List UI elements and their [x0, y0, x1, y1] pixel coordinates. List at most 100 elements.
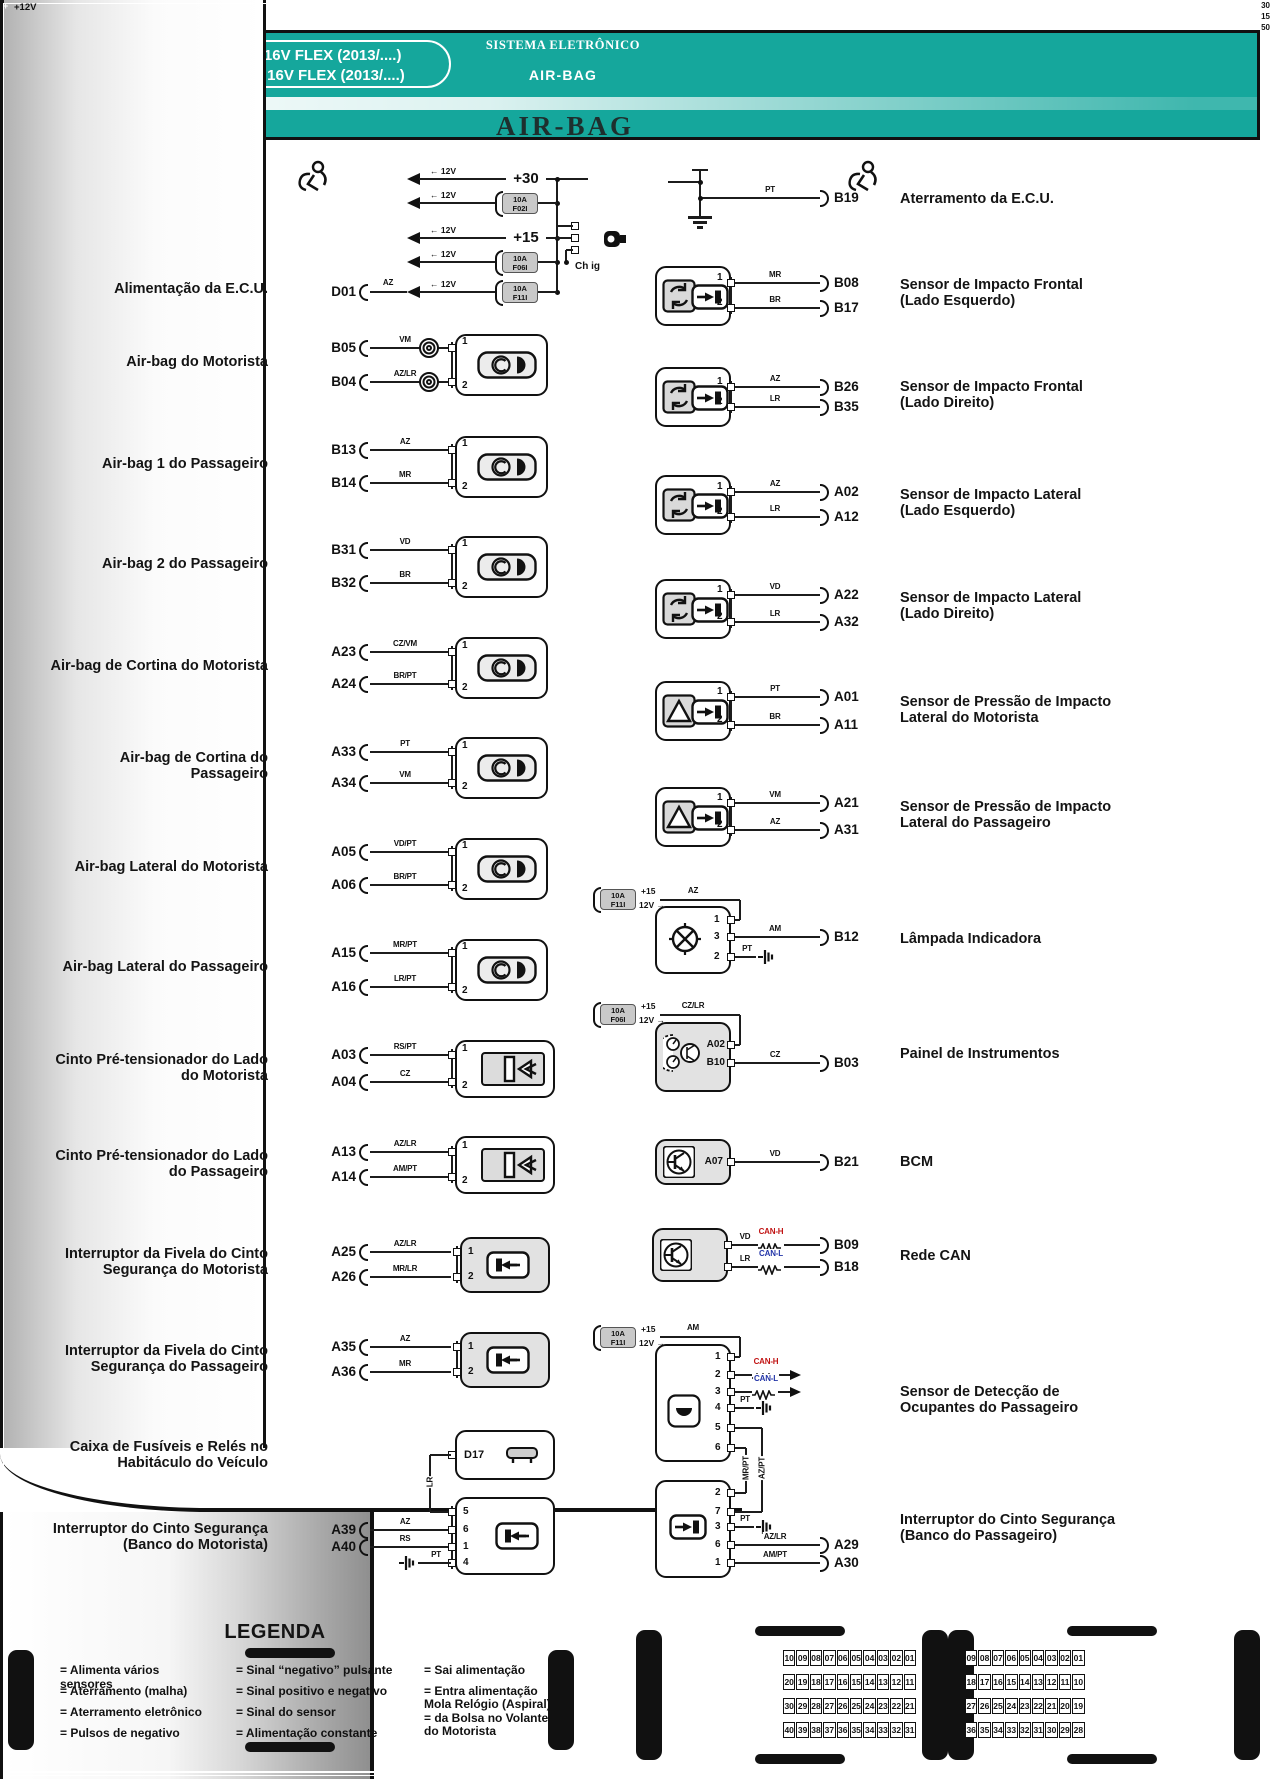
wire-color-label: LR: [768, 394, 782, 403]
pin-number: 6: [715, 1539, 721, 1550]
wire: [735, 594, 820, 596]
connector-cavity: 39: [796, 1722, 809, 1738]
connector-cavity: 12: [890, 1674, 903, 1690]
pin-number: 7: [715, 1506, 721, 1517]
wire-color-label: AZ/LR: [762, 1532, 788, 1541]
wire-color-label: CAN-L: [758, 1249, 784, 1258]
airbag-squib-icon: [477, 552, 537, 586]
system-label: SISTEMA ELETRÔNICO: [485, 38, 641, 52]
ecu-pin-label: A16: [331, 979, 356, 994]
wire-color-label: LR/PT: [392, 974, 418, 983]
wire: [739, 1015, 741, 1045]
wire-color-label: VD: [398, 537, 412, 546]
ecu-pin-socket: [359, 1363, 368, 1381]
pin-number: 2: [715, 1369, 721, 1380]
legend-text: = Sinal positivo e negativo: [236, 1684, 388, 1698]
electronic-ground-icon: [755, 1399, 773, 1417]
component-label: Air-bag Lateral do Passageiro: [62, 959, 268, 975]
wire-color-label: PT: [769, 684, 781, 693]
connector-cavity: 15: [850, 1674, 863, 1690]
component-label: Interruptor da Fivela do Cinto Segurança…: [64, 1246, 268, 1278]
ecu-pin-socket: [359, 1268, 368, 1286]
pin-number: 2: [462, 380, 468, 391]
ecu-pin-label: A24: [331, 676, 356, 691]
wire: [692, 169, 708, 171]
wire-color-label: CAN-L: [753, 1374, 779, 1383]
wire-color-label: AZ/LR: [392, 369, 418, 378]
v12-in-label: 12V →: [639, 1338, 665, 1348]
connector-pin-square: [448, 648, 456, 656]
component-label: Aterramento da E.C.U.: [900, 191, 1054, 207]
ecu-pin-socket: [359, 474, 368, 492]
indicator-lamp-icon: [667, 921, 703, 962]
wire-color-label: MR: [397, 470, 413, 479]
wire: [660, 1336, 740, 1338]
pin-number: 2: [462, 883, 468, 894]
pin-number: 1: [462, 336, 468, 347]
connector-pin-square: [448, 344, 456, 352]
pin-number: 2: [714, 951, 720, 962]
connector-cavity: 02: [890, 1650, 903, 1666]
connector-cavity: 06: [836, 1650, 849, 1666]
ecu-pin-socket: [359, 373, 368, 391]
impact-sensor-icon: [662, 591, 696, 631]
wire-color-label: PT: [399, 739, 411, 748]
wire-color-label: AZ/LR: [392, 1239, 418, 1248]
connector-cavity: 09: [796, 1650, 809, 1666]
connector-cavity: 22: [890, 1698, 903, 1714]
battery-inner: [3, 3, 1269, 1776]
ecu-pin-label: B12: [834, 929, 859, 944]
ecu-pin-socket: [820, 189, 829, 207]
wire: [784, 1244, 820, 1246]
wire: [660, 1014, 740, 1016]
wire: [735, 307, 820, 309]
connector-pin-square: [448, 949, 456, 957]
wire: [450, 342, 454, 388]
ecu-pin-socket: [359, 843, 368, 861]
plus15-label: +15: [641, 886, 656, 896]
wire: [735, 1492, 746, 1494]
connector-pin-square: [448, 1173, 456, 1181]
connector-pin-square: [727, 383, 735, 391]
connector-pin-square: [727, 826, 735, 834]
wire-junction: [697, 195, 703, 201]
wire-color-label: PT: [764, 185, 776, 194]
bottom-curve-left: [0, 1448, 742, 1512]
connector-pin-square: [448, 779, 456, 787]
ecu-pin-socket: [359, 1046, 368, 1064]
wire: [735, 936, 820, 938]
pin-number: 1: [714, 914, 720, 925]
wire: [450, 1146, 454, 1183]
arrow-right-icon: [790, 1387, 801, 1397]
connector-pin-square: [727, 279, 735, 287]
connector-cavity: 19: [1072, 1698, 1085, 1714]
airbag-squib-icon: [477, 956, 537, 989]
connector-pin-square: [448, 680, 456, 688]
wire: [419, 178, 506, 180]
legend-bracket: [548, 1650, 574, 1750]
ecu-pin-socket: [359, 774, 368, 792]
ecu-pin-label: B18: [834, 1259, 859, 1274]
wire-color-label: CZ/LR: [680, 1001, 706, 1010]
plus15-label: +15: [506, 229, 546, 246]
legend-bracket: [8, 1650, 34, 1750]
pin-number: 3: [715, 1521, 721, 1532]
connector-cavity: 05: [1018, 1650, 1031, 1666]
wire-color-label: AZ: [398, 1517, 412, 1526]
wire: [450, 746, 454, 789]
ecu-pin-socket: [359, 1338, 368, 1356]
ecu-pin-socket: [820, 1236, 829, 1254]
connector-cavity: 14: [1018, 1674, 1031, 1690]
wire: [370, 381, 451, 383]
wire: [735, 1044, 740, 1046]
ecu-pin-label: A39: [331, 1522, 356, 1537]
connector-cavity: 32: [890, 1722, 903, 1738]
ecu-pin-socket: [820, 716, 829, 734]
wire: [538, 202, 557, 204]
ecu-pin-socket: [820, 794, 829, 812]
pin-number: 2: [468, 1366, 474, 1377]
fuse-amp: 10A: [513, 195, 527, 204]
wire-color-label: VM: [768, 790, 782, 799]
